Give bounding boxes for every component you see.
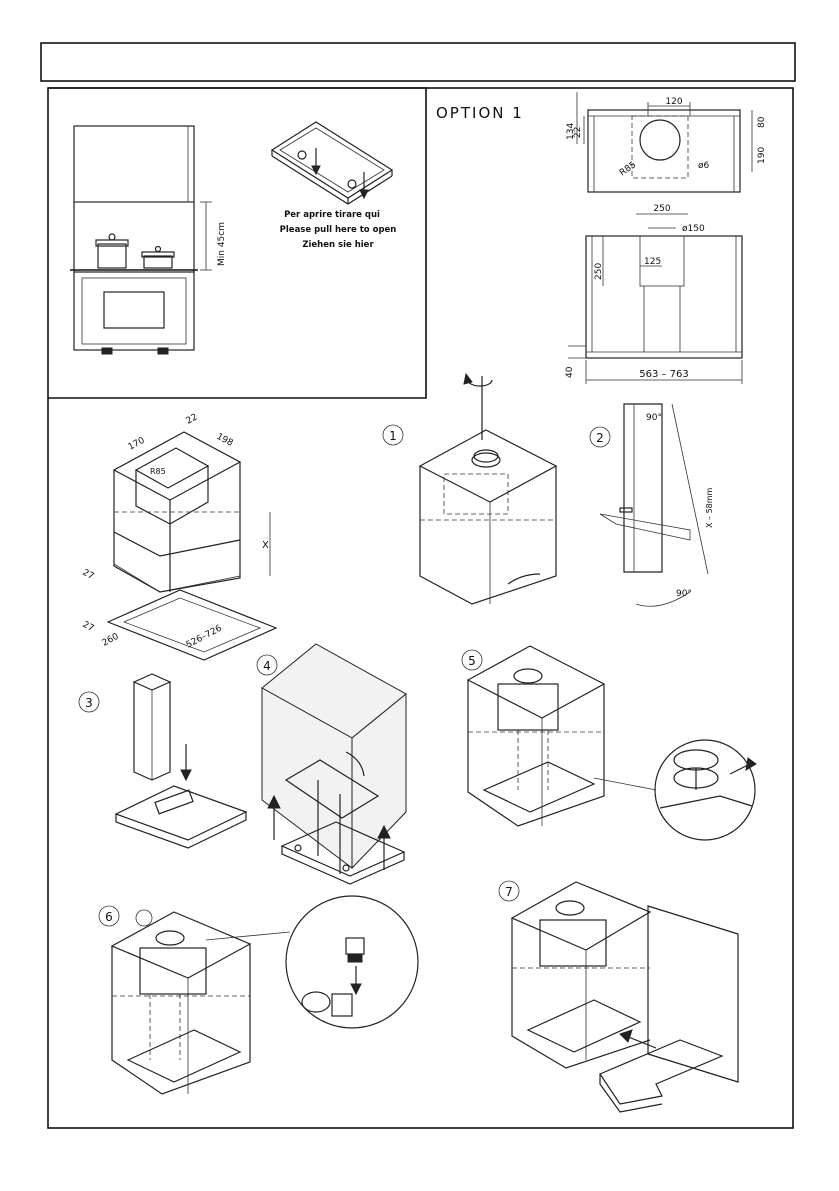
step-4-drawing: 4 <box>256 643 407 885</box>
step-2-label: 2 <box>596 431 604 445</box>
step-6-label: 6 <box>105 910 113 924</box>
inset-panel: Min 45cm Per aprire tirare qui Please pu… <box>48 87 427 399</box>
front-view: 250 ø150 125 250 40 563 – 763 <box>565 204 743 384</box>
angle-bottom: 90° <box>676 589 692 599</box>
dim-250-side: 250 <box>594 263 604 280</box>
instruction-de: Ziehen sie hier <box>302 240 374 250</box>
angle-top: 90° <box>646 413 662 423</box>
elevation-drawing: Min 45cm <box>70 125 227 355</box>
dim-c170: 170 <box>127 436 147 453</box>
dim-40: 40 <box>565 366 575 378</box>
step-1-label: 1 <box>389 429 397 443</box>
instruction-it: Per aprire tirare qui <box>284 210 380 220</box>
step-2-drawing: 2 X – 58mm 90° 90° <box>589 403 714 607</box>
dim-190: 190 <box>757 147 767 164</box>
dim-80: 80 <box>757 116 767 128</box>
step-5-label: 5 <box>468 654 476 668</box>
dim-min-height: Min 45cm <box>217 222 227 266</box>
filter-panel-drawing <box>270 121 394 205</box>
dim-134: 134 <box>566 123 576 140</box>
cabinet-dimension-drawing: 170 22 198 R85 X 27 27 260 526–726 <box>81 412 278 661</box>
dim-c22: 22 <box>185 412 200 426</box>
dim-r85: R85 <box>618 160 638 178</box>
option-label: OPTION 1 <box>436 104 524 122</box>
dim-125: 125 <box>644 257 661 267</box>
dim-22: 22 <box>573 127 583 138</box>
step-5-drawing: 5 <box>461 645 757 841</box>
step-7-drawing: 7 <box>498 880 739 1113</box>
dim-phi6: ø6 <box>698 161 710 171</box>
plan-view-top: 120 134 22 80 190 R85 ø6 <box>566 92 767 193</box>
dim-x58: X – 58mm <box>705 487 714 528</box>
dim-c198: 198 <box>215 432 235 449</box>
dim-120: 120 <box>665 97 682 107</box>
instruction-en: Please pull here to open <box>280 225 397 235</box>
step-6-drawing: 6 <box>98 895 419 1095</box>
dim-250-top: 250 <box>653 204 670 214</box>
step-3-label: 3 <box>85 696 93 710</box>
step-4-label: 4 <box>263 659 271 673</box>
dim-c27a: 27 <box>81 568 96 582</box>
dim-c526: 526–726 <box>185 623 224 650</box>
step-7-label: 7 <box>505 885 513 899</box>
dim-c260: 260 <box>101 632 121 649</box>
dim-c27b: 27 <box>81 620 96 634</box>
header-box <box>40 42 796 82</box>
step-1-drawing: 1 <box>382 372 558 605</box>
dim-cR85: R85 <box>150 467 166 476</box>
step-3-drawing: 3 <box>78 673 248 849</box>
dim-cX: X <box>262 540 269 551</box>
dim-range: 563 – 763 <box>639 369 689 380</box>
dim-phi150: ø150 <box>682 224 705 234</box>
main-frame <box>47 87 794 1129</box>
